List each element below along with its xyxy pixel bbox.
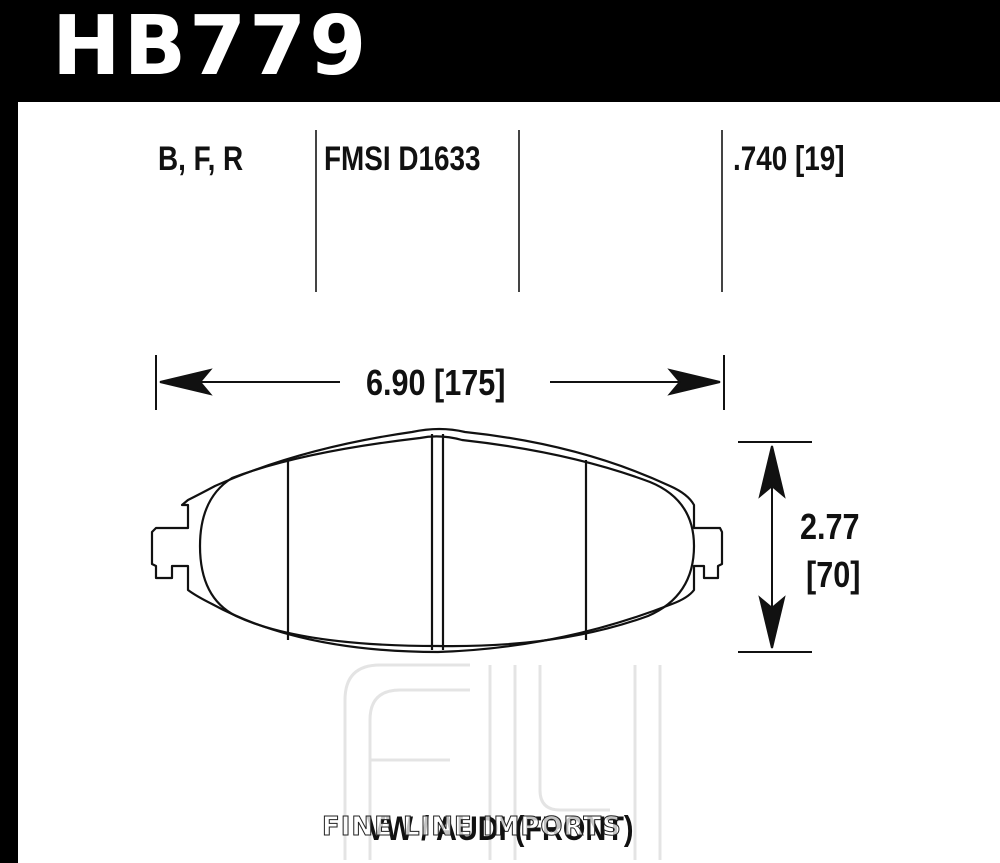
part-number: HB779: [52, 0, 370, 94]
arrow-up-icon: [758, 445, 786, 499]
spec-sheet: [18, 102, 1000, 863]
arrow-left-icon: [159, 368, 213, 396]
vehicle-application: VW / AUDI (FRONT): [366, 810, 634, 848]
arrow-right-icon: [667, 368, 721, 396]
width-value: 6.90 [175]: [366, 362, 506, 403]
column-dividers: [315, 130, 723, 292]
height-value-mm: [70]: [806, 554, 861, 595]
watermark-text: FINE LINE IMPORTS: [322, 812, 622, 843]
height-value-in: 2.77: [800, 506, 860, 547]
header-bar: HB779: [0, 0, 1000, 102]
thickness-value: .740 [19]: [733, 140, 845, 178]
backing-plate: [150, 427, 724, 654]
compound-codes: B, F, R: [158, 140, 244, 178]
friction-pad: [198, 435, 696, 648]
arrow-down-icon: [758, 595, 786, 649]
brake-pad-outline: [150, 427, 724, 654]
fmsi-number: FMSI D1633: [324, 140, 481, 178]
fli-logo-watermark: [343, 663, 662, 860]
height-dimension: [738, 441, 812, 653]
width-dimension: [155, 355, 725, 410]
